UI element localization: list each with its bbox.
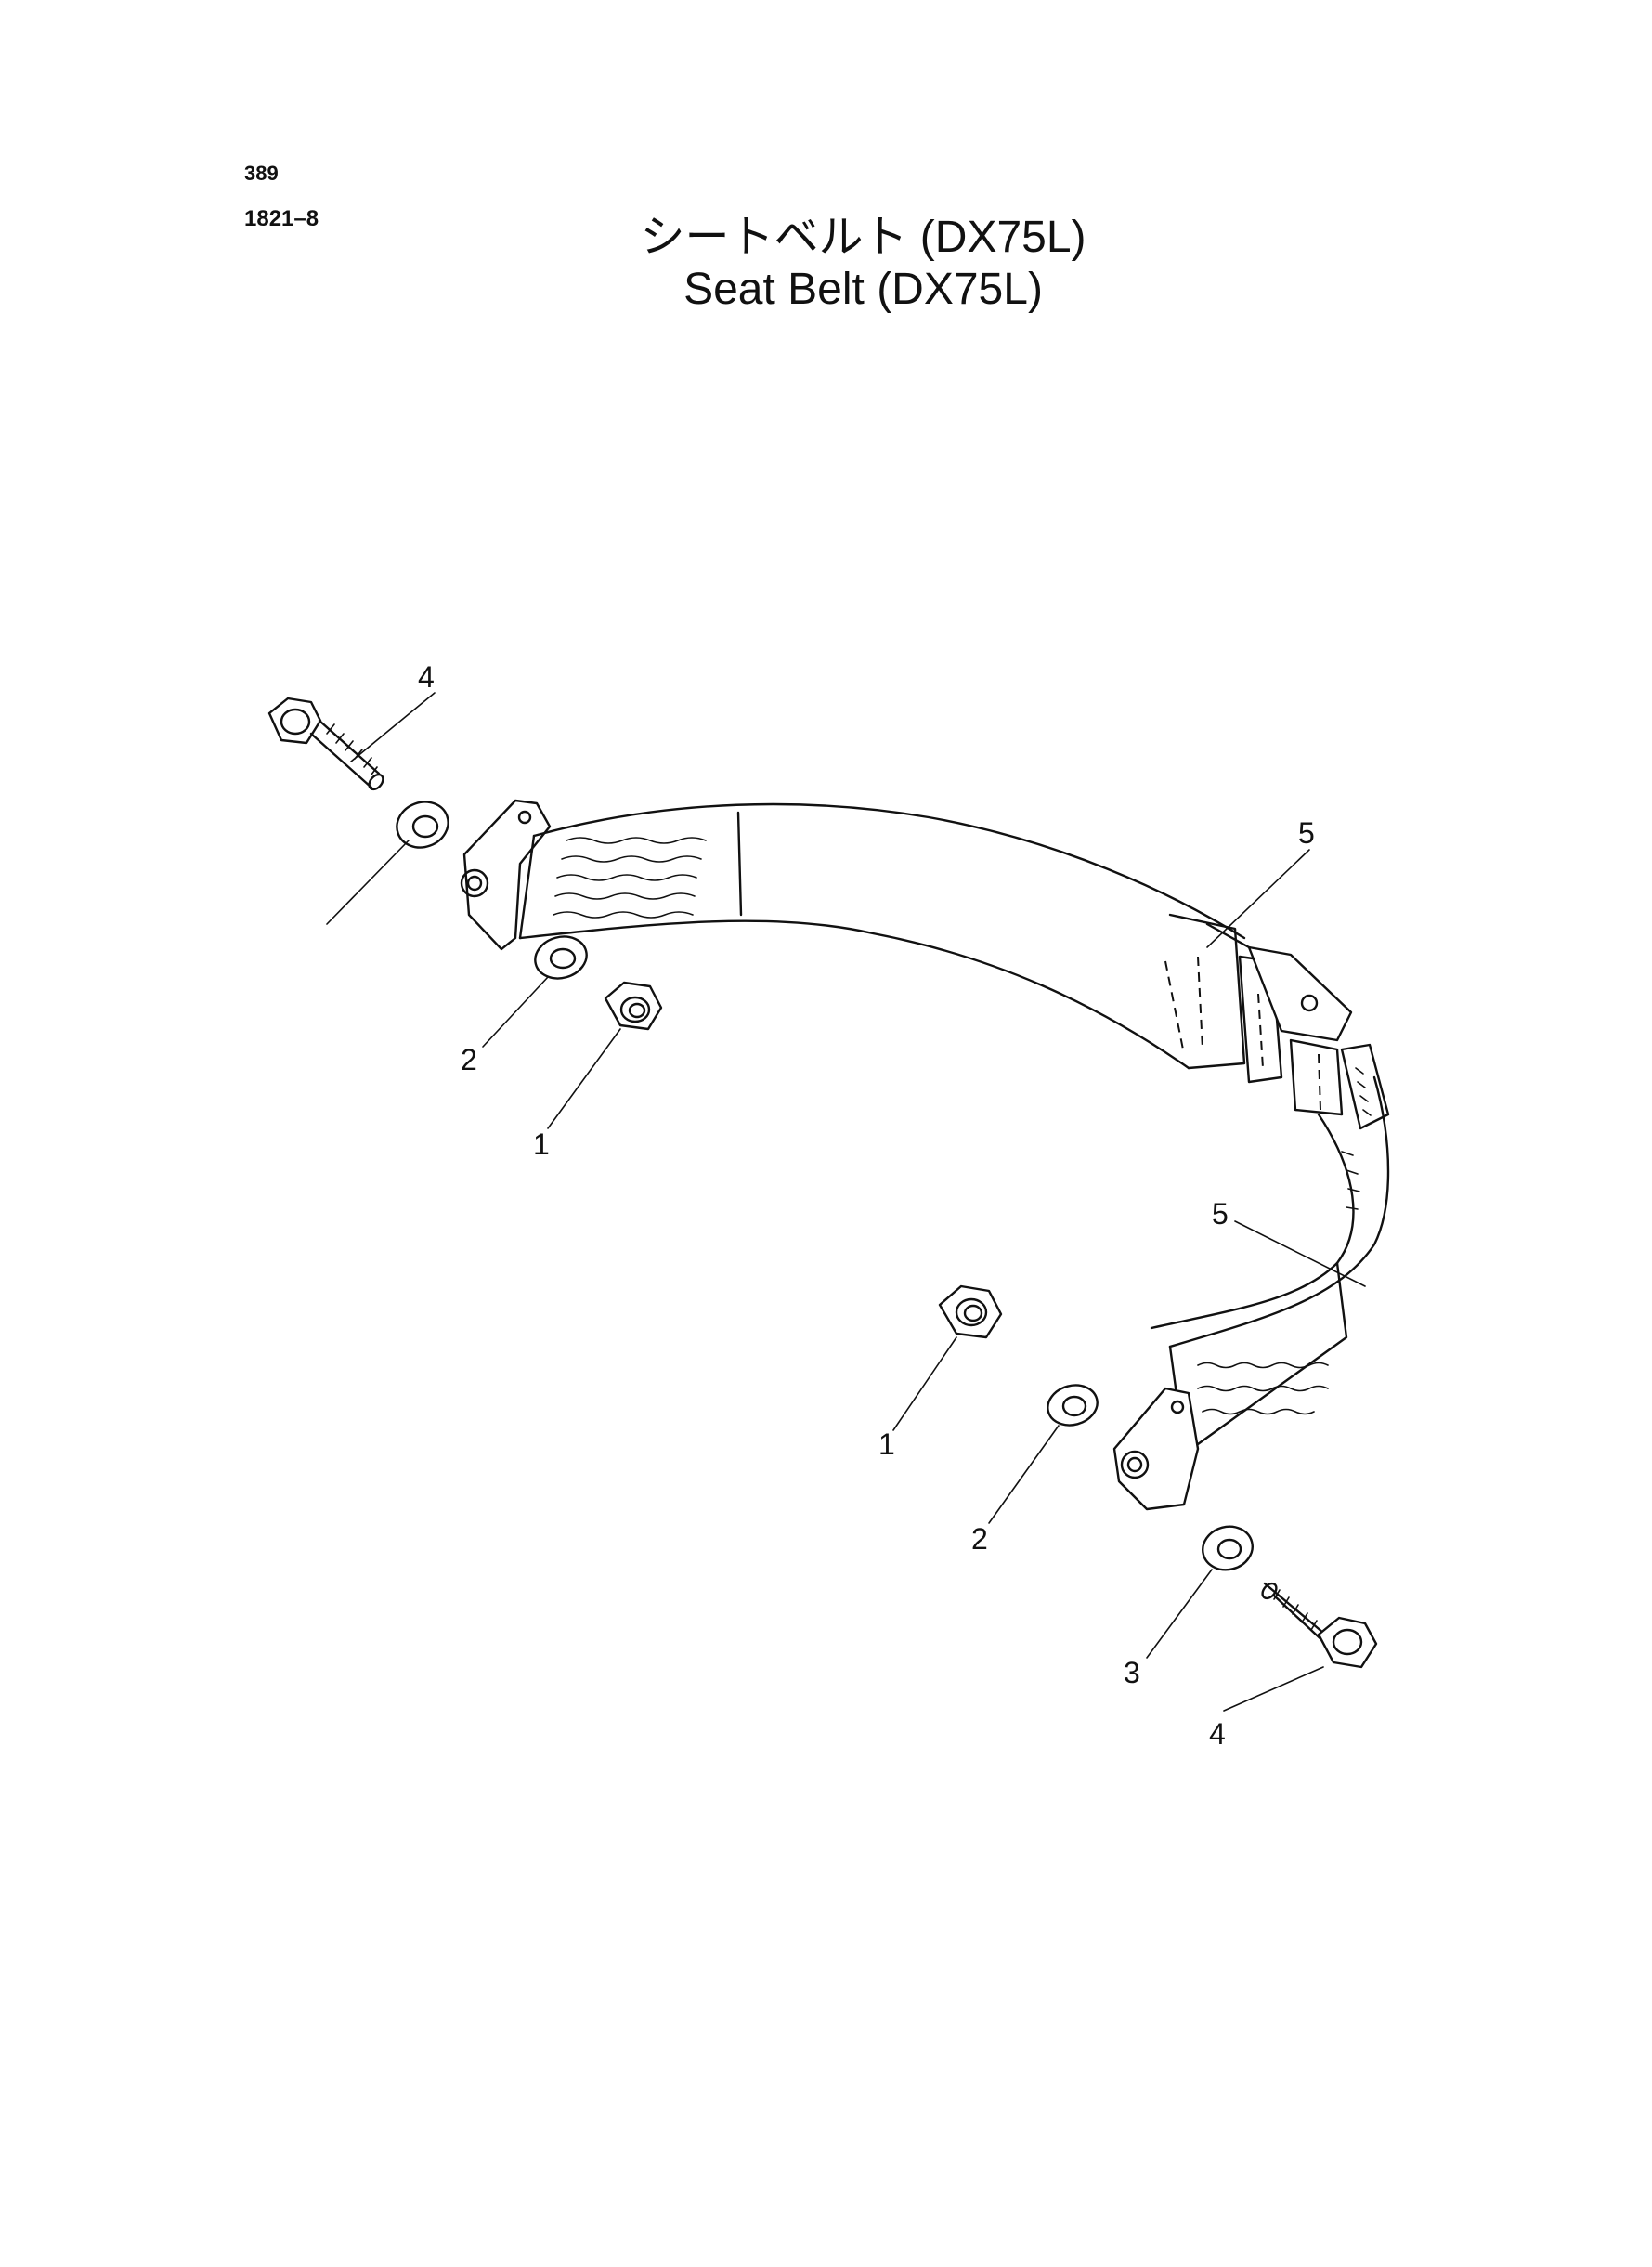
callout-lower-spring-washer: 2 xyxy=(971,1522,988,1556)
lower-bolt xyxy=(1261,1582,1378,1669)
lower-plain-washer xyxy=(1202,1525,1254,1571)
lower-spring-washer xyxy=(1047,1384,1099,1427)
title-japanese: シートベルト (DX75L) xyxy=(640,213,1086,262)
page-number: 389 xyxy=(244,162,279,185)
upper-bolt xyxy=(267,697,384,791)
callout-lower-nut: 1 xyxy=(878,1427,895,1461)
title-english: Seat Belt (DX75L) xyxy=(683,265,1043,314)
callout-belt-upper: 5 xyxy=(1298,816,1315,850)
callout-upper-nut: 1 xyxy=(533,1127,550,1161)
callout-upper-spring-washer: 2 xyxy=(461,1043,477,1076)
title-block: シートベルト (DX75L) Seat Belt (DX75L) xyxy=(0,212,1652,316)
callout-lower-plain-washer: 3 xyxy=(1124,1656,1140,1689)
upper-nut xyxy=(604,981,663,1031)
leader-lines xyxy=(326,692,1366,1712)
figure-number: 1821–8 xyxy=(244,206,319,231)
lower-nut xyxy=(938,1284,1003,1339)
upper-spring-washer xyxy=(534,935,588,980)
upper-plain-washer xyxy=(396,801,449,849)
callout-upper-bolt: 4 xyxy=(418,660,435,694)
callout-belt-lower: 5 xyxy=(1212,1197,1229,1231)
callout-lower-bolt: 4 xyxy=(1209,1717,1226,1751)
seat-belt-assembly xyxy=(460,799,1390,1511)
